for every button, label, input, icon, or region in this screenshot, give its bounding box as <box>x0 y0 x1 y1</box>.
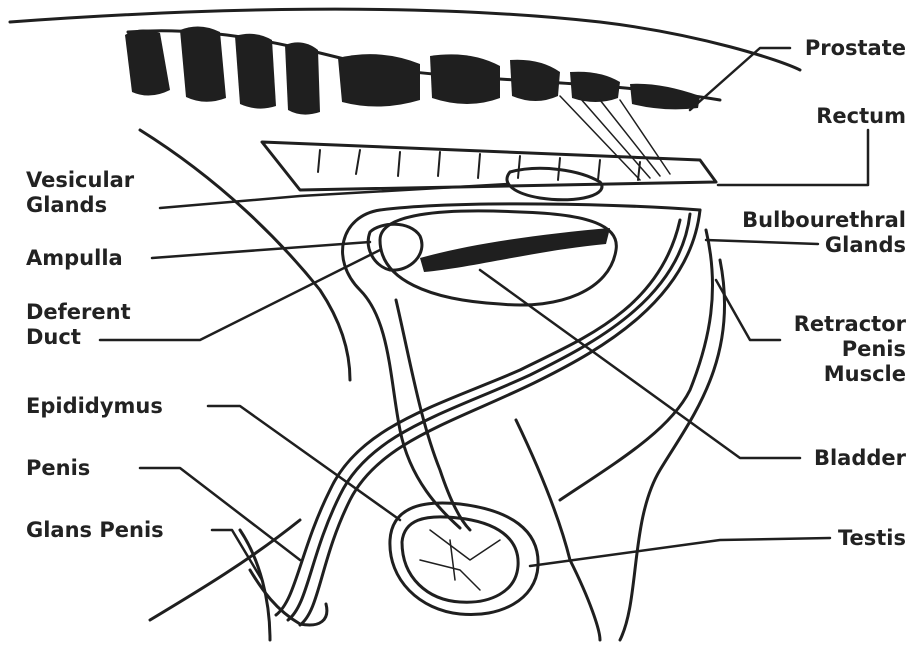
rectum <box>262 142 716 190</box>
label-prostate: Prostate <box>805 36 906 61</box>
label-ampulla: Ampulla <box>26 246 123 271</box>
label-epididymus: Epididymus <box>26 394 163 419</box>
label-bulbourethral-glands: Bulbourethral Glands <box>742 208 906 258</box>
leader-lines <box>100 48 868 580</box>
deferent-duct-2 <box>396 300 470 530</box>
leader-testis <box>530 538 830 566</box>
testis-vessels <box>420 530 500 590</box>
leader-prostate <box>690 48 790 110</box>
prostate-fibers <box>560 96 670 180</box>
leader-rectum <box>718 130 868 185</box>
label-deferent-line2: Duct <box>26 325 131 350</box>
label-glans-penis: Glans Penis <box>26 518 164 543</box>
retractor-muscle <box>560 230 713 500</box>
label-vesicular-line1: Vesicular <box>26 168 134 193</box>
urethra <box>276 220 680 615</box>
penis-shaft <box>300 210 700 625</box>
label-retractor-line3: Muscle <box>794 362 906 387</box>
leader-ampulla <box>152 242 370 258</box>
thigh-line <box>516 420 600 640</box>
label-penis: Penis <box>26 456 90 481</box>
label-deferent-line1: Deferent <box>26 300 131 325</box>
leader-epididymus <box>208 406 400 520</box>
label-deferent-duct: Deferent Duct <box>26 300 131 350</box>
label-retractor-penis-muscle: Retractor Penis Muscle <box>794 312 906 387</box>
label-bladder: Bladder <box>814 446 906 471</box>
leader-bladder <box>480 270 800 458</box>
label-testis: Testis <box>838 526 906 551</box>
label-vesicular-glands: Vesicular Glands <box>26 168 134 218</box>
bladder-fill <box>420 228 610 272</box>
label-retractor-line1: Retractor <box>794 312 906 337</box>
label-bulbourethral-line1: Bulbourethral <box>742 208 906 233</box>
label-rectum: Rectum <box>816 104 906 129</box>
vertebrae <box>125 26 700 114</box>
leader-penis <box>140 468 300 560</box>
ampulla <box>368 224 422 270</box>
label-retractor-line2: Penis <box>794 337 906 362</box>
label-bulbourethral-line2: Glands <box>742 233 906 258</box>
label-vesicular-line2: Glands <box>26 193 134 218</box>
